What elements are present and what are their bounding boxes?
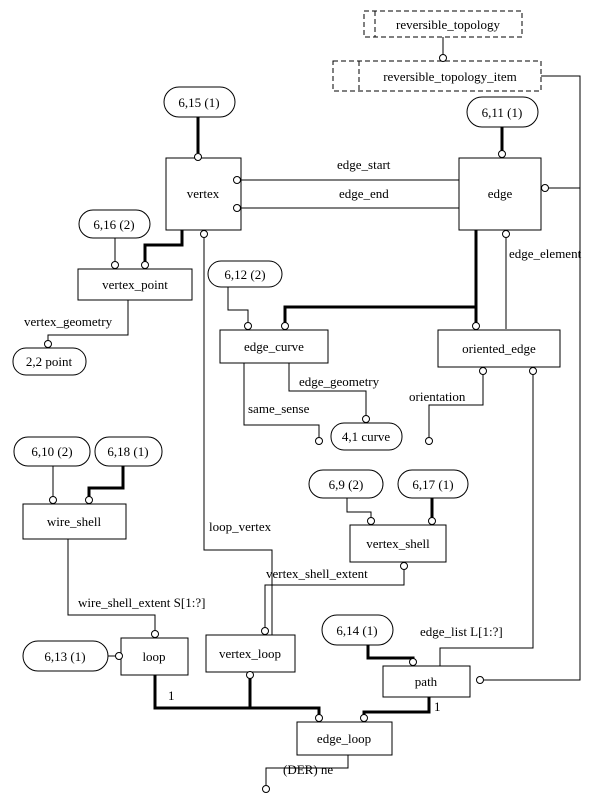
der-ne-label: (DER) ne (283, 762, 333, 777)
loop-box[interactable]: loop (120, 637, 189, 676)
vertex-label: vertex (187, 186, 220, 201)
vertex-point-box[interactable]: vertex_point (77, 268, 193, 301)
vertex-loop-label: vertex_loop (219, 646, 281, 661)
ref-4-1-curve-label: 4,1 curve (342, 429, 391, 444)
same-sense-label: same_sense (248, 401, 310, 416)
edge-start-label: edge_start (337, 157, 391, 172)
vertex-shell-box[interactable]: vertex_shell (349, 524, 447, 563)
edge-loop-box[interactable]: edge_loop (296, 721, 393, 756)
edge-loop-label: edge_loop (317, 731, 371, 746)
ref-6-10-pill[interactable]: 6,10 (2) (13, 436, 91, 467)
loop-vertex-line (203, 230, 273, 635)
edge-list-label: edge_list L[1:?] (420, 624, 503, 639)
ref-6-16-pill[interactable]: 6,16 (2) (78, 209, 151, 239)
vertex-geometry-line (47, 300, 129, 344)
vertex-shell-extent-label: vertex_shell_extent (266, 566, 368, 581)
vertex-shell-extent-line (264, 562, 405, 635)
one-right-label: 1 (434, 699, 441, 714)
ref-6-10-label: 6,10 (2) (31, 444, 72, 459)
ref-6-12-label: 6,12 (2) (224, 267, 265, 282)
ref-6-11-pill[interactable]: 6,11 (1) (466, 96, 539, 128)
ref-6-14-pill[interactable]: 6,14 (1) (321, 614, 394, 646)
oriented-edge-box[interactable]: oriented_edge (437, 329, 561, 368)
wire-shell-box[interactable]: wire_shell (22, 503, 127, 540)
ref-6-13-label: 6,13 (1) (44, 649, 85, 664)
ref-6-14-to-path (366, 645, 415, 666)
ref-6-12-to-edge-curve (227, 287, 249, 326)
ref-6-15-pill[interactable]: 6,15 (1) (163, 86, 236, 118)
ref-2-2-point-label: 2,2 point (26, 354, 73, 369)
edge-box[interactable]: edge (458, 157, 542, 231)
wire-shell-extent-label: wire_shell_extent S[1:?] (78, 595, 205, 610)
edge-geometry-label: edge_geometry (299, 374, 380, 389)
vertex-geometry-label: vertex_geometry (24, 314, 113, 329)
loop-vertex-label: loop_vertex (209, 519, 272, 534)
vertex-to-vertex-point (143, 230, 184, 265)
ref-6-9-pill[interactable]: 6,9 (2) (308, 469, 384, 499)
edge-list-line (439, 367, 534, 666)
one-left-label: 1 (168, 688, 175, 703)
ref-6-16-label: 6,16 (2) (93, 217, 134, 232)
path-box[interactable]: path (382, 665, 471, 698)
ref-6-14-label: 6,14 (1) (336, 623, 377, 638)
edge-curve-label: edge_curve (244, 339, 304, 354)
ref-6-9-label: 6,9 (2) (329, 477, 364, 492)
oriented-edge-label: oriented_edge (462, 341, 536, 356)
vertex-shell-label: vertex_shell (366, 536, 430, 551)
orientation-label: orientation (409, 389, 466, 404)
edge-geometry-line (288, 363, 367, 420)
reversible-topology-item-label: reversible_topology_item (383, 69, 517, 84)
ref-6-18-label: 6,18 (1) (107, 444, 148, 459)
same-sense-line (243, 363, 320, 440)
relationship-end-circles (44, 54, 549, 793)
ref-6-11-label: 6,11 (1) (482, 105, 523, 120)
wire-shell-extent-line (67, 539, 156, 635)
edge-label: edge (488, 186, 513, 201)
ref-6-12-pill[interactable]: 6,12 (2) (207, 260, 283, 288)
loop-to-edge-loop (153, 675, 321, 722)
edge-end-label: edge_end (339, 186, 389, 201)
der-ne-line (265, 755, 349, 785)
vertex-point-label: vertex_point (102, 277, 168, 292)
loop-label: loop (142, 649, 165, 664)
vertex-loop-box[interactable]: vertex_loop (205, 634, 296, 673)
ref-6-17-pill[interactable]: 6,17 (1) (397, 469, 469, 499)
reversible-topology-item-box[interactable]: reversible_topology_item (332, 60, 542, 92)
orientation-line (428, 367, 484, 440)
ref-6-15-label: 6,15 (1) (178, 95, 219, 110)
path-to-edge-loop (362, 697, 431, 722)
reversible-topology-box[interactable]: reversible_topology (363, 10, 523, 38)
wire-shell-label: wire_shell (47, 514, 102, 529)
edge-to-edge-curve (283, 230, 478, 326)
edge-element-label: edge_element (509, 246, 582, 261)
ref-6-13-pill[interactable]: 6,13 (1) (22, 640, 109, 672)
reversible-topology-label: reversible_topology (396, 17, 500, 32)
rti-subtype-line (484, 75, 581, 681)
path-label: path (415, 674, 438, 689)
ref-6-17-label: 6,17 (1) (412, 477, 453, 492)
ref-6-18-pill[interactable]: 6,18 (1) (94, 436, 163, 467)
edge-curve-box[interactable]: edge_curve (219, 329, 329, 364)
ref-6-18-to-wire-shell (87, 466, 125, 504)
vertex-box[interactable]: vertex (165, 157, 242, 231)
ref-2-2-point-pill[interactable]: 2,2 point (12, 347, 87, 376)
ref-4-1-curve-pill[interactable]: 4,1 curve (330, 422, 403, 451)
